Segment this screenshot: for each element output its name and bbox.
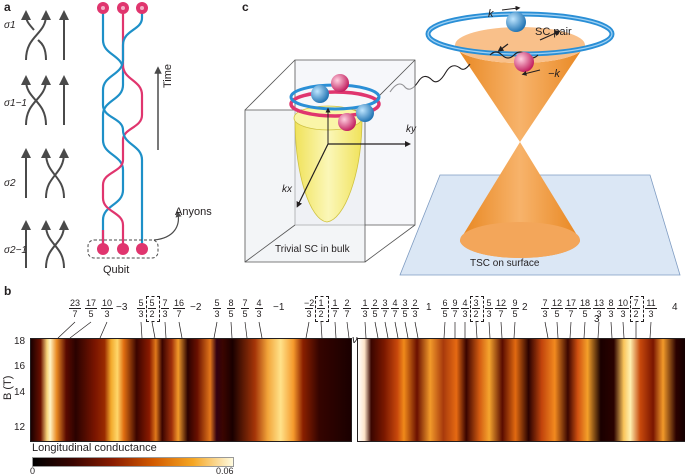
anyon-bottom-2	[117, 243, 129, 255]
sigma1-inverse-label: σ1−1	[4, 98, 27, 109]
nu-label: ν	[352, 334, 358, 346]
y-tick: 18	[14, 336, 26, 347]
y-tick: 14	[14, 387, 26, 398]
k-label: k	[488, 8, 494, 20]
electron-minus-k	[514, 52, 534, 72]
electron-k	[506, 12, 526, 32]
braid-diagram	[21, 2, 182, 269]
tsc-label: TSC on surface	[470, 258, 540, 269]
bulk-electron-4	[356, 104, 374, 122]
sigma2-label: σ2	[4, 178, 16, 189]
anyons-label: Anyons	[175, 206, 212, 218]
colorbar	[32, 457, 234, 467]
y-axis-label: B (T)	[2, 375, 14, 400]
tsc-illustration	[244, 5, 681, 276]
kx-axis	[296, 143, 329, 208]
time-label: Time	[162, 63, 174, 88]
leader-lines	[57, 321, 652, 339]
panel-label-c: c	[242, 0, 249, 14]
anyon-worldlines	[101, 10, 144, 248]
y-tick: 16	[14, 361, 26, 372]
upper-cone	[455, 45, 585, 142]
bulk-pair-ring-pink	[289, 90, 381, 118]
trivial-sc-label: Trivial SC in bulk	[275, 244, 350, 255]
integer-label: 1	[426, 302, 432, 313]
integer-label: 4	[672, 302, 678, 313]
anyon-bottom-3	[136, 243, 148, 255]
sigma1-braid	[21, 10, 69, 61]
ky-label: ky	[406, 124, 416, 135]
sigma1-inverse-braid	[21, 75, 69, 126]
integer-label: −3	[116, 302, 128, 313]
heatmap-right	[357, 338, 685, 442]
integer-label: −1	[273, 302, 285, 313]
colorbar-label: Longitudinal conductance	[32, 442, 157, 454]
qubit-box	[87, 239, 159, 259]
top-anyons	[97, 2, 148, 14]
sigma2-inverse-braid	[21, 220, 69, 269]
bulk-electron-2	[331, 74, 349, 92]
bulk-electron-3	[338, 113, 356, 131]
integer-label: −2	[190, 302, 202, 313]
lower-cone-base	[460, 222, 580, 258]
bulk-electron-1	[311, 85, 329, 103]
anyons-pointer	[153, 211, 182, 241]
integer-label: 2	[522, 302, 528, 313]
colorbar-min: 0	[30, 466, 36, 476]
integer-label: 3	[594, 314, 600, 325]
sc-pair-label: SC pair	[535, 26, 572, 38]
anyon-bottom-1	[97, 243, 109, 255]
sigma2-braid	[21, 148, 69, 199]
panel-label-b: b	[4, 284, 12, 298]
sigma2-inverse-label: σ2−1	[4, 245, 27, 256]
y-tick: 12	[14, 422, 26, 433]
qubit-label: Qubit	[103, 264, 130, 276]
sigma1-label: σ1	[4, 20, 16, 31]
kx-label: kx	[282, 184, 292, 195]
minus-k-label: −k	[548, 68, 560, 80]
heatmap-left	[30, 338, 352, 442]
panel-label-a: a	[4, 0, 11, 14]
colorbar-max: 0.06	[216, 466, 234, 476]
